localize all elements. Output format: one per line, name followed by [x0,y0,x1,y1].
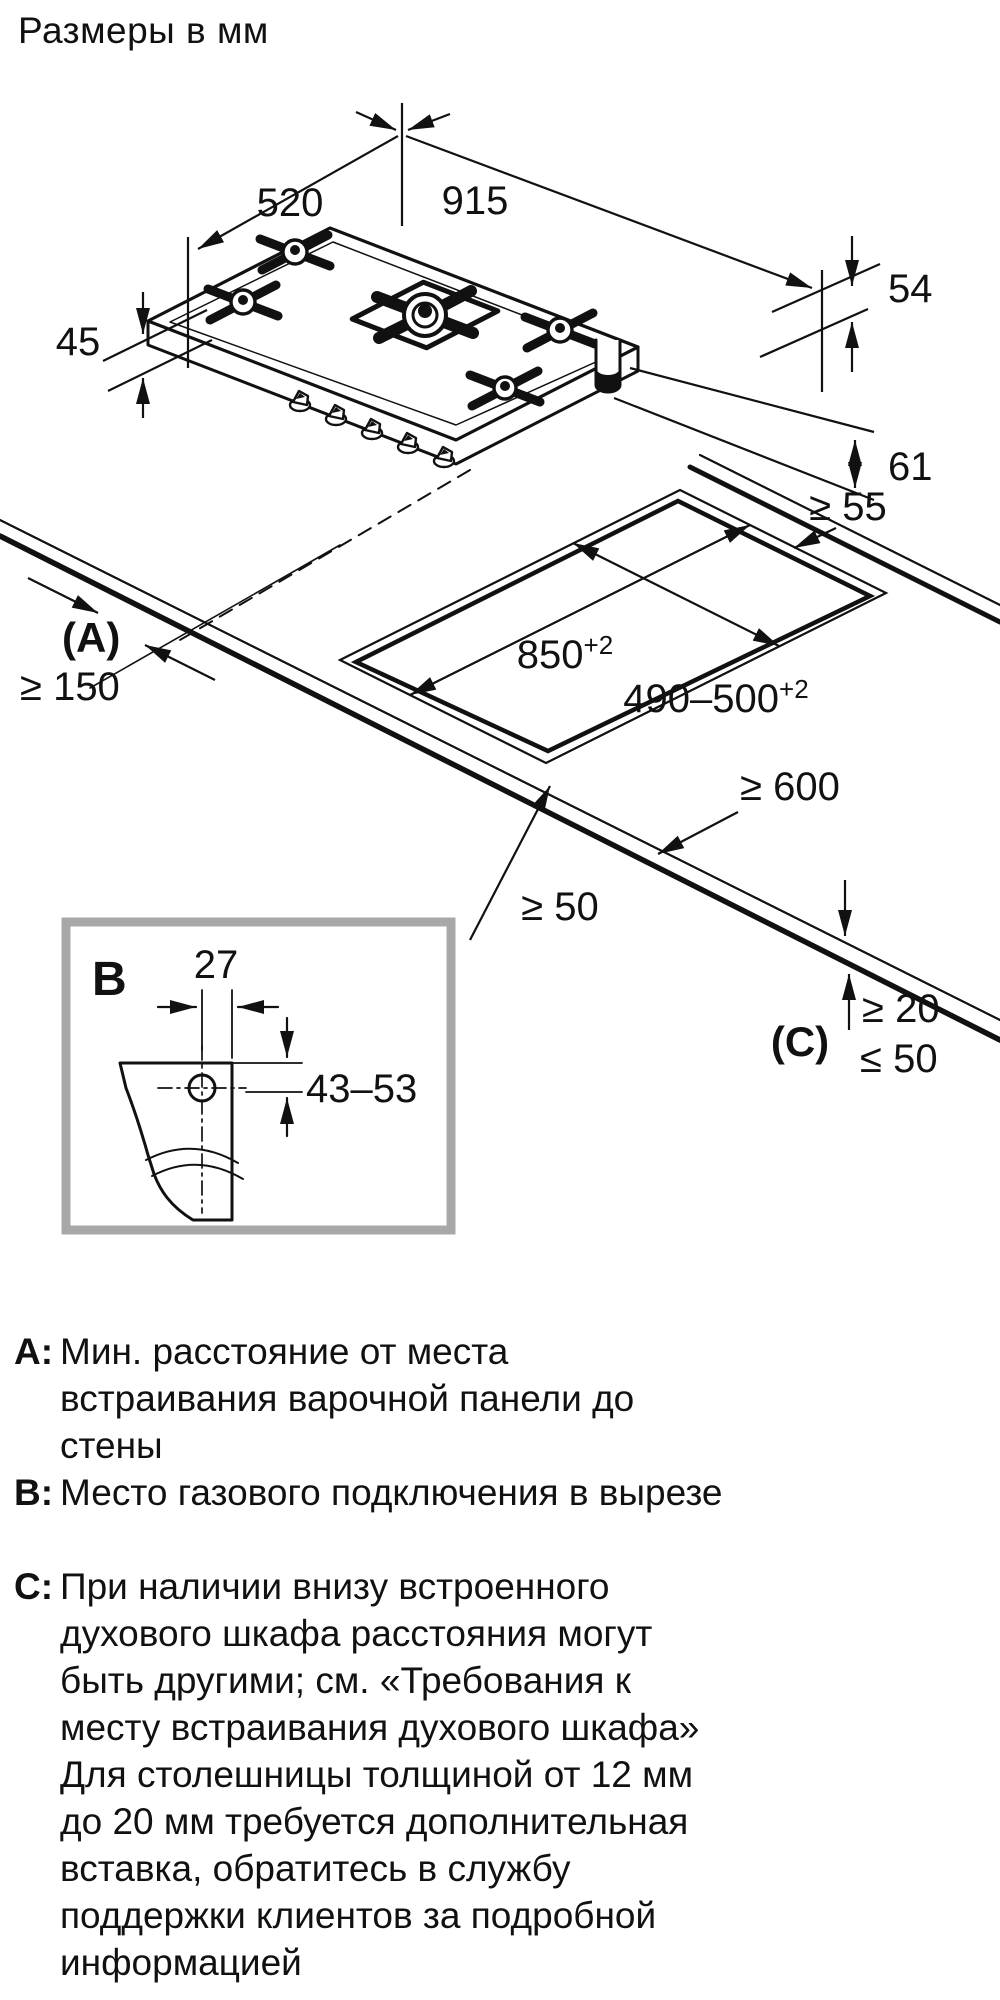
control-knobs [288,389,456,469]
legend-key-b: B: [14,1472,54,1513]
legend: A: Мин. расстояние от места встраивания … [14,1328,974,1986]
legend-text-c: При наличии внизу встроенного духового ш… [60,1566,700,1983]
worktop-dimensions [27,524,856,1030]
label-a: (A) [62,614,120,661]
legend-item-a: A: Мин. расстояние от места встраивания … [14,1328,974,1469]
installation-diagram: 520 915 54 61 45 [0,103,1000,1235]
burner-back-right [520,308,600,353]
dim-c-min: ≥ 20 [862,987,940,1031]
gas-pipe [594,338,622,394]
dim-top-height: 54 [888,267,933,311]
dim-cutout-width: 850+2 [517,630,613,677]
dim-c-max: ≤ 50 [860,1037,938,1081]
legend-key-c: C: [14,1566,54,1607]
detail-b-label: B [92,953,127,1006]
detail-b-box: B 27 [61,917,456,1235]
hob-drawing [146,226,640,469]
dim-side-gap: ≥ 150 [20,665,120,709]
label-c: (C) [771,1018,829,1065]
legend-item-b: B: Место газового подключения в вырезе [14,1469,974,1516]
legend-key-a: A: [14,1331,54,1372]
legend-text-a: Мин. расстояние от места встраивания вар… [60,1331,635,1466]
dim-below-height: 61 [888,445,933,489]
dim-rear-gap: ≥ 55 [809,485,887,529]
legend-text-b: Место газового подключения в вырезе [60,1472,723,1513]
dim-cutout-depth: 490–500+2 [623,674,808,721]
burner-back-left [255,230,335,275]
dim-gas-offset: 27 [194,943,239,987]
dim-width: 915 [442,179,509,223]
page-title: Размеры в мм [18,10,269,51]
dim-depth-min: ≥ 600 [740,765,840,809]
dim-gas-height: 43–53 [306,1067,417,1111]
burner-front-right [465,366,545,411]
burner-front-left [203,280,283,325]
dim-depth: 520 [257,181,324,225]
hob-dimensions [102,103,881,502]
legend-item-c: C: При наличии внизу встроенного духовог… [14,1563,974,1986]
burner-large [349,279,501,351]
dim-front-height: 45 [56,320,101,364]
dim-front-gap: ≥ 50 [521,885,599,929]
